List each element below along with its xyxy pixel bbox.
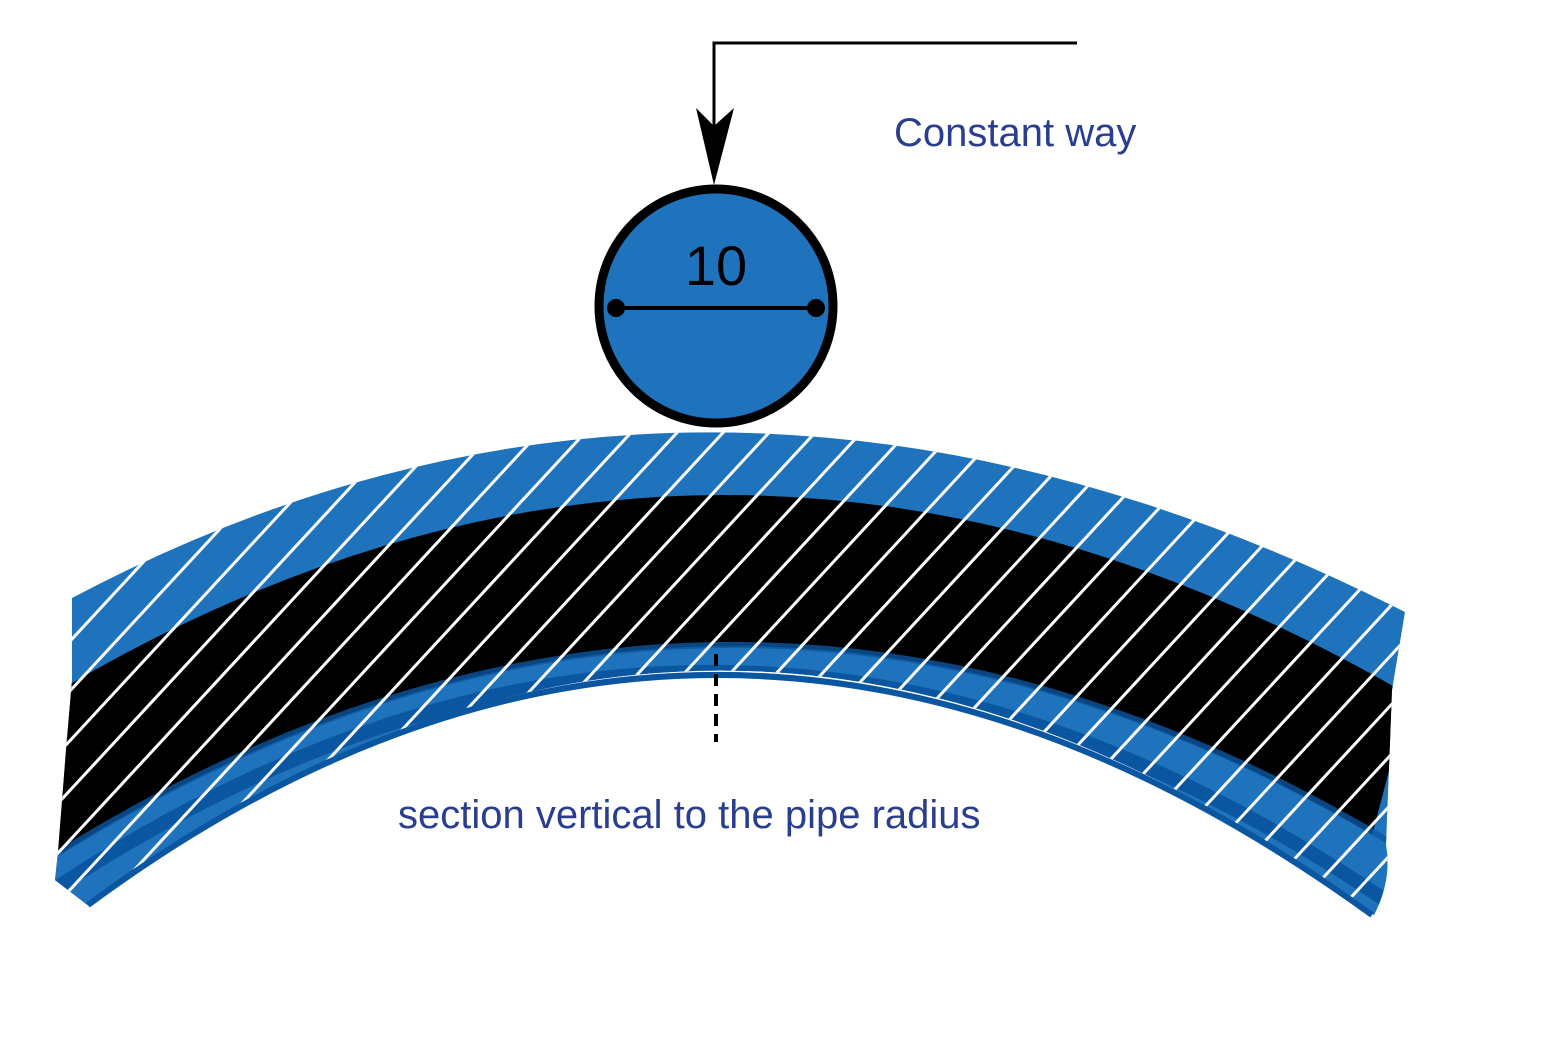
down-arrow-icon <box>696 41 1077 185</box>
pipe-band-edge <box>55 641 1392 861</box>
constant-way-label: Constant way <box>894 111 1136 155</box>
hatch-line <box>1486 330 1556 1000</box>
diameter-value: 10 <box>685 234 747 297</box>
pipe-lower-band <box>55 646 1390 915</box>
hatch-line <box>1440 330 1556 1000</box>
pipe-inner-layer <box>58 495 1400 860</box>
hatch-line <box>1392 432 1405 915</box>
diameter-dimension-icon <box>607 299 825 317</box>
indenter-ball: 10 <box>594 184 838 428</box>
hatch-line <box>1532 330 1556 1000</box>
hatch-line <box>1254 432 1405 915</box>
pipe-inner-surface <box>86 672 1374 918</box>
section-label: section vertical to the pipe radius <box>398 793 981 837</box>
